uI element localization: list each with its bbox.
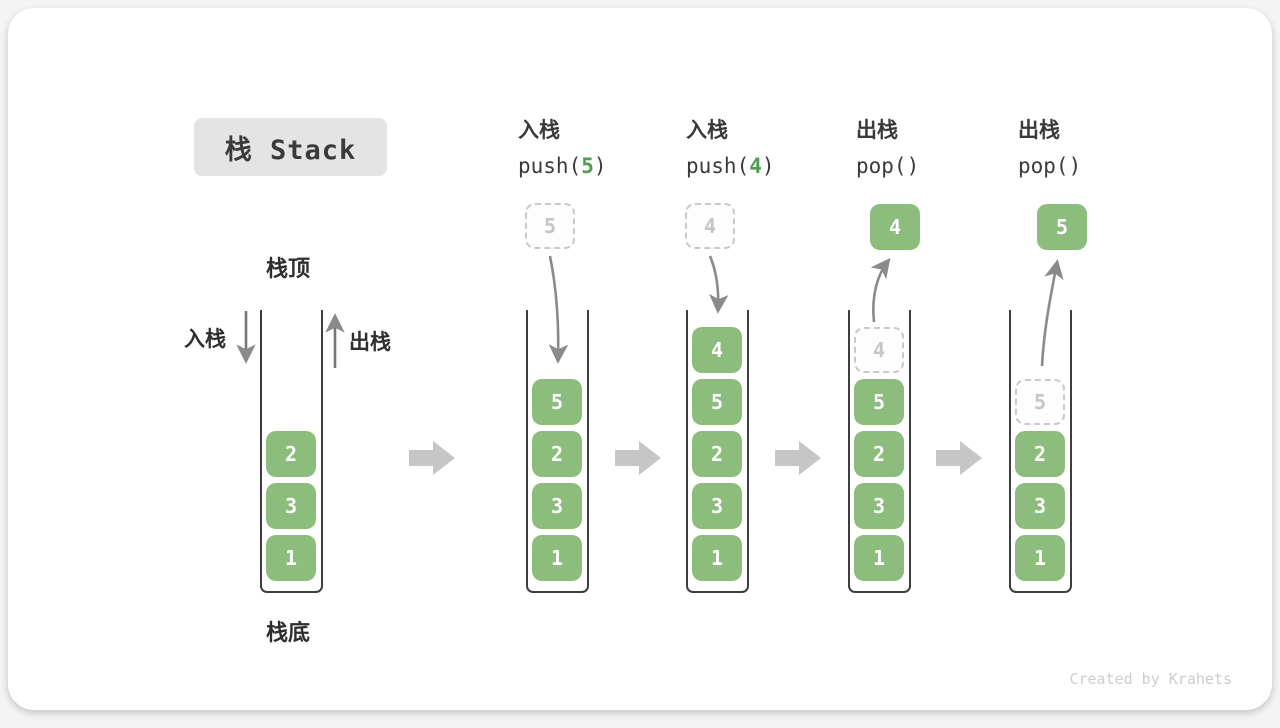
push-arrow-icon: [708, 255, 729, 314]
stack-cell: 2: [692, 431, 742, 477]
stack-cell: 2: [854, 431, 904, 477]
operation-code: pop(): [856, 154, 919, 178]
code-pre: push(: [686, 154, 750, 178]
stack-cell: 3: [854, 483, 904, 529]
watermark: Created by Krahets: [1069, 670, 1232, 688]
stack-cell: 3: [532, 483, 582, 529]
step-arrow-icon: [775, 441, 821, 475]
code-post: ): [593, 154, 607, 178]
operation-header-pop-1: 出栈 pop(): [856, 114, 919, 178]
stack-cell: 1: [692, 535, 742, 581]
stack-cell: 5: [532, 379, 582, 425]
operation-header-push-5: 入栈 push(5): [518, 114, 607, 178]
stack-bottom-label: 栈底: [266, 620, 311, 645]
incoming-value-ghost: 4: [685, 203, 735, 249]
stack-cell: 3: [692, 483, 742, 529]
operation-code: pop(): [1018, 154, 1081, 178]
stack-cell: 3: [266, 483, 316, 529]
stack-cell: 2: [266, 431, 316, 477]
operation-name: 入栈: [518, 119, 560, 142]
code-post: ): [1068, 154, 1082, 178]
stack-cell: 4: [692, 327, 742, 373]
code-arg: 5: [581, 154, 594, 178]
popped-value: 4: [870, 204, 920, 250]
operation-code: push(5): [518, 154, 607, 178]
popped-value: 5: [1037, 204, 1087, 250]
code-arg: 4: [749, 154, 762, 178]
operation-header-push-4: 入栈 push(4): [686, 114, 775, 178]
stack-cell: 1: [532, 535, 582, 581]
stack-cell: 3: [1015, 483, 1065, 529]
title-badge: 栈 Stack: [194, 118, 387, 176]
code-post: ): [906, 154, 920, 178]
stack-cell: 5: [854, 379, 904, 425]
stack-cell: 1: [1015, 535, 1065, 581]
stack-top-label: 栈顶: [266, 256, 311, 281]
push-side-label: 入栈: [184, 328, 226, 351]
arrows-overlay: [236, 255, 1064, 475]
code-pre: pop(: [1018, 154, 1069, 178]
operation-name: 出栈: [1018, 119, 1060, 142]
diagram-card: 栈 Stack 入栈 push(5) 入栈 push(4) 出栈 pop() 出…: [8, 8, 1272, 710]
stack-cell: 5: [692, 379, 742, 425]
pop-side-label: 出栈: [349, 331, 391, 354]
popped-slot-ghost: 4: [854, 327, 904, 373]
operation-header-pop-2: 出栈 pop(): [1018, 114, 1081, 178]
code-pre: pop(: [856, 154, 907, 178]
operation-code: push(4): [686, 154, 775, 178]
code-pre: push(: [518, 154, 582, 178]
popped-slot-ghost: 5: [1015, 379, 1065, 425]
step-arrow-icon: [936, 441, 982, 475]
stack-cell: 2: [532, 431, 582, 477]
code-post: ): [761, 154, 775, 178]
stack-cell: 2: [1015, 431, 1065, 477]
incoming-value-ghost: 5: [525, 203, 575, 249]
step-arrow-icon: [615, 441, 661, 475]
stack-cell: 1: [266, 535, 316, 581]
operation-name: 入栈: [686, 119, 728, 142]
step-arrow-icon: [409, 441, 455, 475]
stack-cell: 1: [854, 535, 904, 581]
operation-name: 出栈: [856, 119, 898, 142]
